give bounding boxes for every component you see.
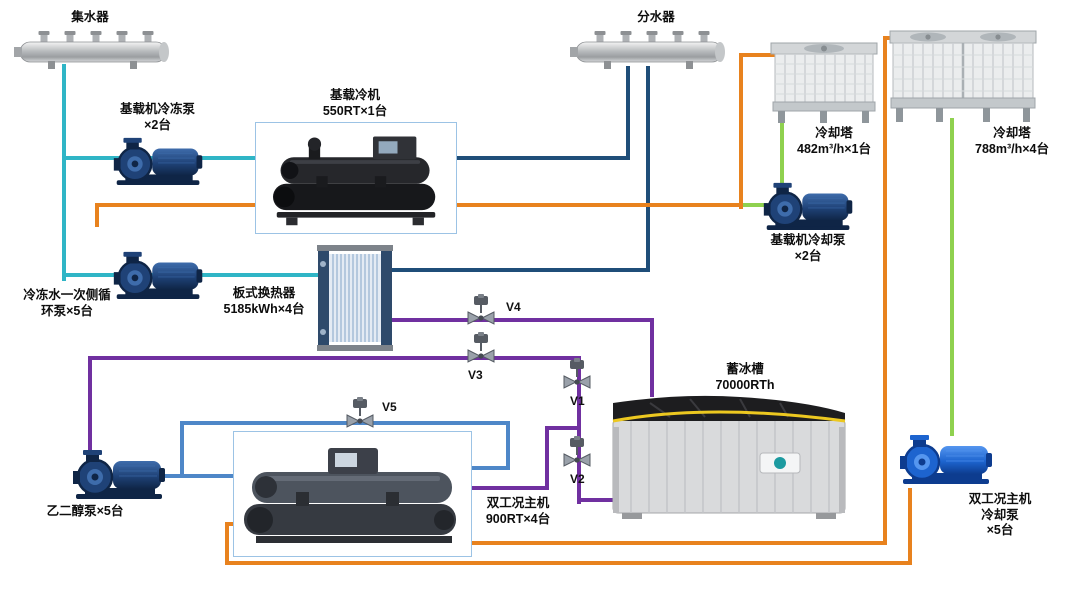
pipe-segment-blue xyxy=(470,466,510,470)
pipe-segment-orange xyxy=(225,522,229,565)
pipe-segment-purple xyxy=(577,356,581,504)
valve-v5-label: V5 xyxy=(382,400,397,414)
pipe-segment-purple xyxy=(650,318,654,397)
pipe-segment-purple xyxy=(370,318,654,322)
pipe-segment-orange xyxy=(95,203,259,207)
valve-v1-icon xyxy=(562,358,592,392)
primary-circulation-pump xyxy=(112,250,207,300)
cooling-tower-large xyxy=(888,28,1038,124)
pipe-segment-purple xyxy=(545,426,581,430)
valve-v3-label: V3 xyxy=(468,368,483,382)
glycol-pump xyxy=(72,448,169,500)
cooling-tower-small xyxy=(768,40,880,124)
pipe-segment-teal xyxy=(62,64,66,281)
valve-v4-icon xyxy=(466,294,496,328)
pipe-segment-orange xyxy=(453,203,743,207)
pipe-segment-purple xyxy=(88,356,92,464)
pipe-segment-blue xyxy=(180,421,184,478)
valve-v3-icon xyxy=(466,332,496,366)
valve-v5-icon xyxy=(345,397,375,431)
pipe-segment-purple xyxy=(88,356,581,360)
pipe-segment-navy xyxy=(392,268,650,272)
base-condenser-pump xyxy=(762,181,857,231)
distributor-label: 分水器 xyxy=(637,10,675,24)
pipe-segment-purple xyxy=(545,426,549,490)
valve-v2-icon xyxy=(562,436,592,470)
glycol-pump-label: 乙二醇泵×5台 xyxy=(46,504,124,518)
base-chiller-image xyxy=(258,129,454,229)
base-cond-pump-label: 基载机冷却泵×2台 xyxy=(770,233,846,263)
valve-v4-label: V4 xyxy=(506,300,521,314)
valve-v2-label: V2 xyxy=(570,472,585,486)
pipe-segment-blue xyxy=(506,421,510,470)
dual-chiller-box xyxy=(233,431,472,557)
base-chilled-water-pump xyxy=(112,136,207,186)
primary-pump-label: 冷冻水一次侧循环泵×5台 xyxy=(23,288,111,318)
pipe-segment-orange xyxy=(225,561,912,565)
dual-cond-pump-label: 双工况主机冷却泵×5台 xyxy=(968,492,1032,537)
dual-condenser-pump xyxy=(900,428,995,490)
collector-manifold xyxy=(14,28,172,70)
pipe-segment-purple xyxy=(470,486,549,490)
pipe-segment-navy xyxy=(453,156,630,160)
base-chilled-pump-label: 基载机冷冻泵×2台 xyxy=(119,102,195,132)
pipe-segment-green xyxy=(743,203,767,207)
collector-label: 集水器 xyxy=(71,10,109,24)
pipe-segment-orange xyxy=(470,541,887,545)
distributor-manifold xyxy=(570,28,728,70)
plate-heat-exchanger xyxy=(316,242,394,354)
pipe-segment-orange xyxy=(739,53,743,209)
pipe-segment-navy xyxy=(626,66,630,160)
pipe-segment-orange xyxy=(908,488,912,565)
ice-storage-tank xyxy=(610,391,848,523)
pipe-segment-navy xyxy=(646,66,650,272)
valve-v1-label: V1 xyxy=(570,394,585,408)
pipe-segment-orange xyxy=(95,203,99,227)
dual-chiller-image xyxy=(236,440,469,552)
base-chiller-box xyxy=(255,122,457,234)
pipe-segment-orange xyxy=(883,36,887,545)
pipe-segment-blue xyxy=(180,421,510,425)
pipe-segment-blue xyxy=(163,474,237,478)
pipe-segment-purple xyxy=(577,498,614,502)
pipe-segment-green xyxy=(780,118,784,188)
pipe-segment-green xyxy=(950,118,954,436)
